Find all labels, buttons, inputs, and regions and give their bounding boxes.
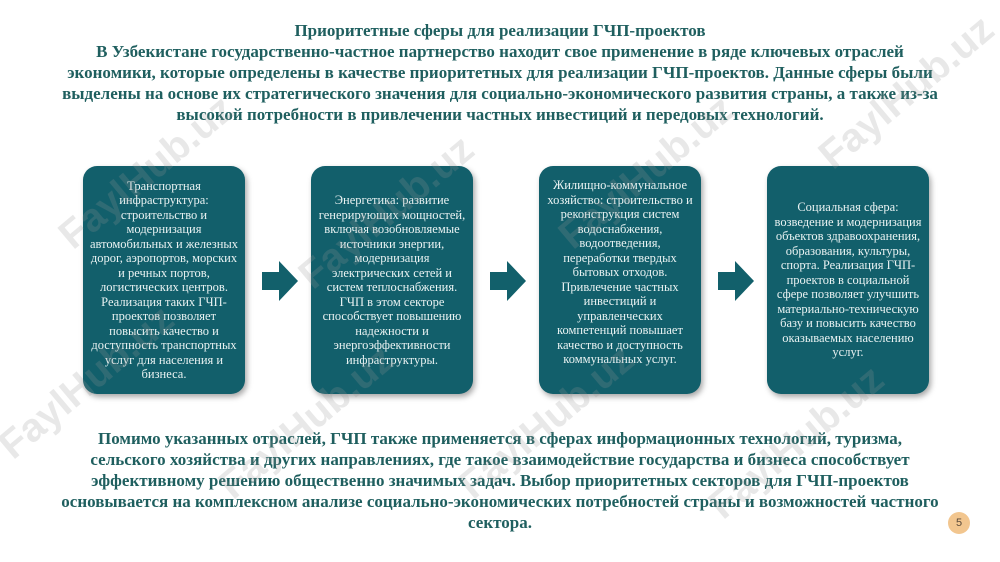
right-arrow-icon (262, 261, 298, 301)
slide-heading: Приоритетные сферы для реализации ГЧП-пр… (60, 20, 940, 125)
card-transport-text: Транспортная инфраструктура: строительст… (89, 178, 239, 382)
intro-paragraph: В Узбекистане государственно-частное пар… (62, 42, 938, 124)
conclusion-paragraph: Помимо указанных отраслей, ГЧП также при… (61, 429, 939, 532)
page-number-badge: 5 (948, 512, 970, 534)
right-arrow-icon (718, 261, 754, 301)
card-social: Социальная сфера: возведение и модерниза… (767, 166, 929, 394)
priority-sectors: Транспортная инфраструктура: строительст… (0, 166, 1000, 396)
card-transport: Транспортная инфраструктура: строительст… (83, 166, 245, 394)
slide-title: Приоритетные сферы для реализации ГЧП-пр… (294, 21, 706, 40)
card-energy: Энергетика: развитие генерирующих мощнос… (311, 166, 473, 394)
right-arrow-icon (490, 261, 526, 301)
card-housing-utilities-text: Жилищно-коммунальное хозяйство: строител… (547, 178, 693, 366)
card-energy-text: Энергетика: развитие генерирующих мощнос… (318, 193, 466, 367)
card-social-text: Социальная сфера: возведение и модерниза… (774, 200, 922, 360)
card-housing-utilities: Жилищно-коммунальное хозяйство: строител… (539, 166, 701, 394)
